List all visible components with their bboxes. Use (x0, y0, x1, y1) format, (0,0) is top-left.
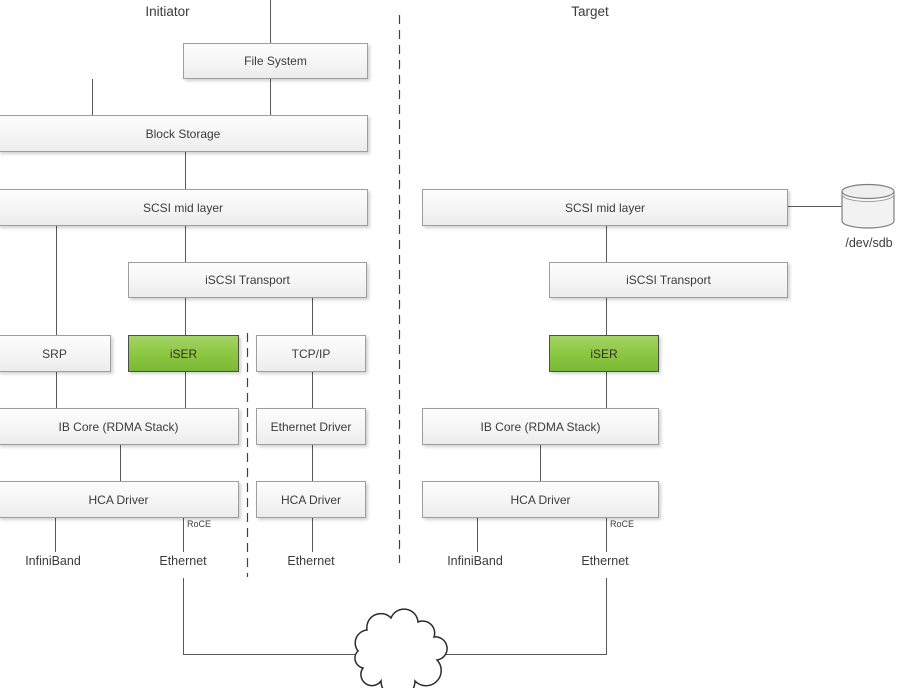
connector-line (400, 578, 607, 655)
box-initiator-hca-driver-eth: HCA Driver (256, 481, 366, 518)
initiator-roce-label: RoCE (187, 519, 212, 529)
box-initiator-tcp-ip: TCP/IP (256, 335, 366, 372)
box-target-iser: iSER (549, 335, 659, 372)
connector-line (183, 578, 400, 655)
box-initiator-ethernet-driver: Ethernet Driver (256, 408, 366, 445)
network-cloud-icon (354, 608, 448, 688)
box-target-hca-driver: HCA Driver (422, 481, 659, 518)
box-initiator-iscsi-transport: iSCSI Transport (128, 262, 367, 298)
disk-cylinder-icon (841, 183, 895, 229)
box-initiator-ib-core: IB Core (RDMA Stack) (0, 408, 239, 445)
box-target-ib-core: IB Core (RDMA Stack) (422, 408, 659, 445)
target-ethernet-label: Ethernet (581, 554, 629, 568)
initiator-heading: Initiator (145, 4, 190, 19)
box-initiator-block-storage: Block Storage (0, 115, 368, 152)
connector-lines (55, 0, 855, 655)
initiator-infiniband-label: InfiniBand (25, 554, 81, 568)
box-initiator-scsi-mid-layer: SCSI mid layer (0, 189, 368, 226)
box-initiator-srp: SRP (0, 335, 111, 372)
box-initiator-iser: iSER (128, 335, 239, 372)
box-target-scsi-mid-layer: SCSI mid layer (422, 189, 788, 226)
target-heading: Target (571, 4, 609, 19)
box-target-iscsi-transport: iSCSI Transport (549, 262, 788, 298)
target-infiniband-label: InfiniBand (447, 554, 503, 568)
box-initiator-hca-driver-rdma: HCA Driver (0, 481, 239, 518)
disk-device-label: /dev/sdb (845, 236, 893, 250)
initiator-ethernet-rdma-label: Ethernet (159, 554, 207, 568)
box-initiator-file-system: File System (183, 43, 368, 79)
target-roce-label: RoCE (610, 519, 635, 529)
initiator-ethernet-tcp-label: Ethernet (287, 554, 335, 568)
